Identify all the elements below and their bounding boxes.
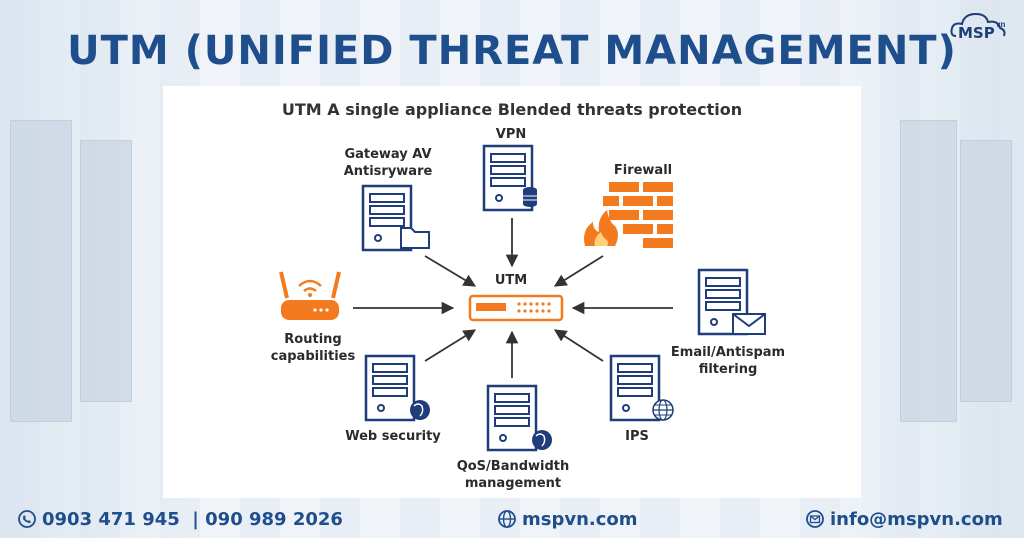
arrow-web <box>424 329 477 362</box>
label-routing: Routing capabilities <box>253 331 373 365</box>
footer-phone[interactable]: 0903 471 945 | 090 989 2026 <box>18 505 343 533</box>
label-qos-line1: QoS/Bandwidth <box>456 459 570 474</box>
label-email-line2: filtering <box>698 362 758 377</box>
web-security-server-icon <box>364 354 430 422</box>
email-server-icon <box>697 268 766 336</box>
globe-icon <box>498 510 516 528</box>
utm-appliance-icon <box>468 294 564 322</box>
logo-text: MSP <box>958 24 995 42</box>
diagram-graphics <box>279 144 766 452</box>
footer-website[interactable]: mspvn.com <box>498 505 638 533</box>
email-text: info@mspvn.com <box>830 508 1003 530</box>
label-firewall: Firewall <box>613 163 673 178</box>
server-rack-left <box>10 120 72 422</box>
server-rack-left-2 <box>80 140 132 402</box>
vpn-server-icon <box>482 144 537 212</box>
label-email-line1: Email/Antispam <box>670 345 786 360</box>
diagram-panel: UTM A single appliance Blended threats p… <box>163 86 861 498</box>
label-web: Web security <box>345 429 441 444</box>
cloud-icon <box>950 12 1006 37</box>
label-qos: QoS/Bandwidth management <box>443 458 583 492</box>
label-gateway-line1: Gateway AV <box>344 147 432 162</box>
website-text: mspvn.com <box>522 508 638 530</box>
label-routing-line2: capabilities <box>270 349 356 364</box>
ips-server-icon <box>609 354 674 422</box>
label-ips: IPS <box>625 429 649 444</box>
label-gateway: Gateway AV Antisryware <box>323 146 453 180</box>
label-qos-line2: management <box>464 476 562 491</box>
phone-text: 0903 471 945 | 090 989 2026 <box>42 508 343 530</box>
label-vpn: VPN <box>495 127 527 142</box>
server-rack-right <box>900 120 957 422</box>
label-email: Email/Antispam filtering <box>653 344 803 378</box>
label-routing-line1: Routing <box>284 332 342 347</box>
page-title: UTM (UNIFIED THREAT MANAGEMENT) <box>67 28 957 74</box>
router-icon <box>279 271 341 320</box>
qos-server-icon <box>486 384 552 452</box>
phone-icon <box>18 510 36 528</box>
msp-logo[interactable]: MSP vn <box>948 8 1010 46</box>
mail-icon <box>806 510 824 528</box>
arrow-gateway <box>424 255 477 287</box>
label-gateway-line2: Antisryware <box>343 164 433 179</box>
arrow-firewall <box>553 255 604 287</box>
logo-sup: vn <box>996 20 1006 29</box>
diagram-subtitle: UTM A single appliance Blended threats p… <box>281 100 743 119</box>
arrow-ips <box>553 329 604 362</box>
footer-email[interactable]: info@mspvn.com <box>806 505 1003 533</box>
firewall-icon <box>584 182 673 248</box>
label-utm: UTM <box>494 273 528 288</box>
server-rack-right-2 <box>960 140 1012 402</box>
gateway-av-server-icon <box>361 184 430 252</box>
